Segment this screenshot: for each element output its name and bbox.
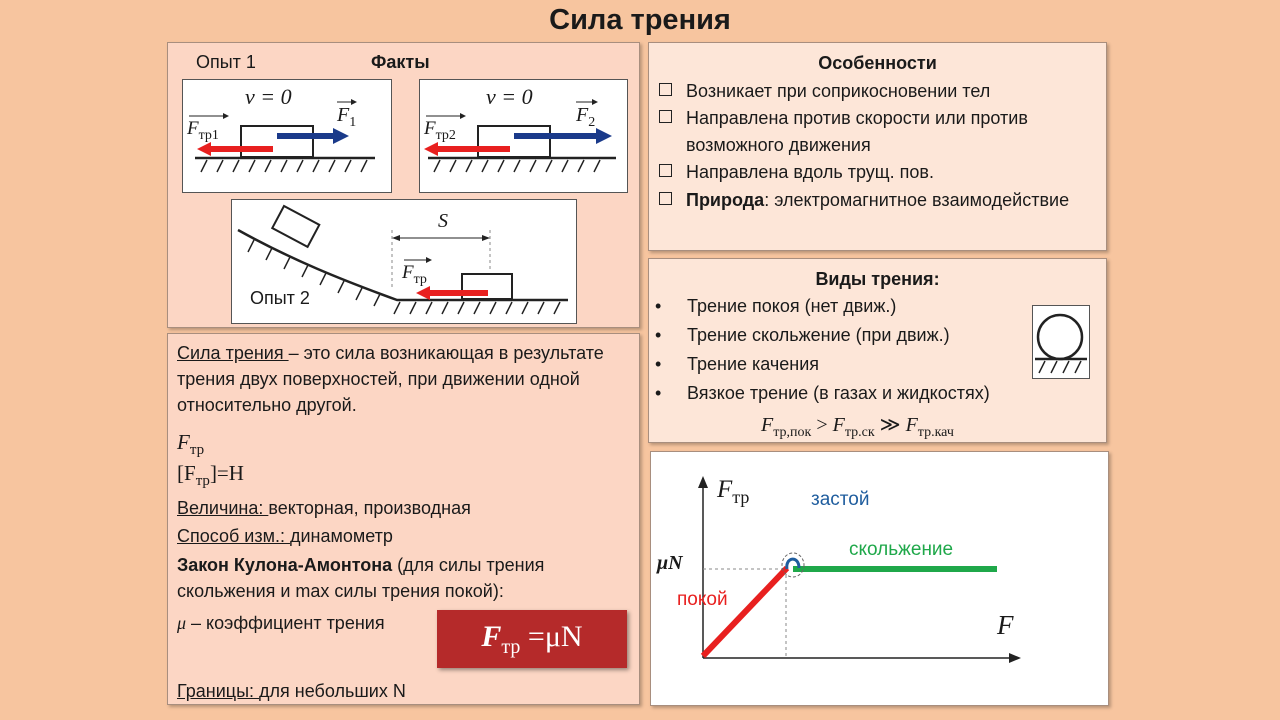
definition-text: Сила трения – это сила возникающая в рез… — [177, 343, 604, 415]
checkbox-icon — [659, 110, 672, 123]
slide-title: Сила трения — [549, 4, 731, 36]
experiment-2-diagram: S Fтр Опыт 2 — [231, 199, 577, 324]
experiment-1-label: Опыт 1 — [196, 52, 256, 72]
stiction-peak — [785, 557, 801, 570]
friction-comparison-formula: Fтр,пок > Fтр.ск ≫ Fтр.кач — [761, 414, 954, 440]
stiction-highlight — [781, 552, 805, 578]
rest-friction-line — [700, 565, 790, 659]
checkbox-icon — [659, 164, 672, 177]
mu-line: μ – коэффициент трения — [177, 613, 385, 633]
feature-item-3: Направлена вдоль трущ. пов. — [659, 159, 1099, 186]
checkbox-icon — [659, 83, 672, 96]
y-axis-arrow-icon — [698, 476, 708, 488]
facts-panel: Опыт 1 Факты v = 0 Fтр1 F1 — [167, 42, 640, 328]
friction-graph-panel: Fтр F μN застой скольжение покой — [650, 451, 1109, 706]
magnitude-line: Величина: векторная, производная — [177, 498, 471, 518]
experiment-1a-drawing — [189, 99, 375, 173]
friction-unit: [Fтр]=Н — [177, 461, 244, 490]
kind-item-4: •Вязкое трение (в газах и жидкостях) — [655, 383, 990, 403]
friction-kinds-panel: Виды трения: •Трение покоя (нет движ.) •… — [648, 258, 1107, 443]
rolling-wheel-diagram — [1032, 305, 1090, 379]
friction-force-1-label: Fтр1 — [187, 118, 219, 143]
velocity-zero-label: v = 0 — [245, 84, 292, 109]
x-axis-arrow-icon — [1009, 653, 1021, 663]
stiction-label: застой — [811, 489, 870, 510]
feature-item-1: Возникает при соприкосновении тел — [659, 78, 1099, 105]
friction-graph — [698, 476, 1021, 663]
experiment-2-label: Опыт 2 — [250, 288, 310, 308]
friction-force-2-label: Fтр2 — [424, 118, 456, 143]
friction-force-slide-label: Fтр — [402, 262, 427, 287]
measurement-line: Способ изм.: динамометр — [177, 526, 393, 546]
limits-line: Границы: для небольших N — [177, 681, 406, 701]
velocity-zero-label-2: v = 0 — [486, 84, 533, 109]
features-panel: Особенности Возникает при соприкосновени… — [648, 42, 1107, 251]
experiment-1b-drawing — [424, 99, 616, 173]
sliding-label: скольжение — [849, 539, 954, 560]
mu-n-label: μN — [657, 552, 683, 574]
kind-item-2: •Трение скольжение (при движ.) — [655, 325, 950, 345]
kind-item-3: •Трение качения — [655, 354, 820, 374]
experiment-1b-diagram: v = 0 Fтр2 F2 — [419, 79, 628, 193]
definition-panel: Сила трения – это сила возникающая в рез… — [167, 333, 640, 705]
force-2-label: F2 — [576, 104, 596, 130]
distance-s-label: S — [438, 210, 448, 232]
feature-item-4: Природа: электромагнитное взаимодействие — [659, 187, 1099, 214]
experiment-2-drawing — [237, 204, 568, 315]
rest-label: покой — [677, 589, 728, 610]
coulomb-law-line: Закон Кулона-Амонтона (для силы трения с… — [177, 555, 545, 601]
friction-formula: Fтр =μN — [481, 619, 583, 658]
experiment-1a-diagram: v = 0 Fтр1 F1 — [182, 79, 392, 193]
features-heading: Особенности — [818, 53, 937, 73]
y-axis-label: Fтр — [717, 476, 750, 507]
rolling-wheel-icon — [1035, 313, 1087, 374]
x-axis-label: F — [997, 610, 1014, 640]
force-1-label: F1 — [337, 104, 357, 130]
kind-item-1: •Трение покоя (нет движ.) — [655, 296, 897, 316]
facts-heading: Факты — [371, 52, 430, 72]
friction-kinds-heading: Виды трения: — [815, 269, 940, 289]
checkbox-icon — [659, 192, 672, 205]
feature-item-2: Направлена против скорости или против во… — [659, 105, 1099, 159]
friction-formula-box: Fтр =μN — [437, 610, 627, 668]
friction-symbol: Fтр — [177, 430, 205, 459]
